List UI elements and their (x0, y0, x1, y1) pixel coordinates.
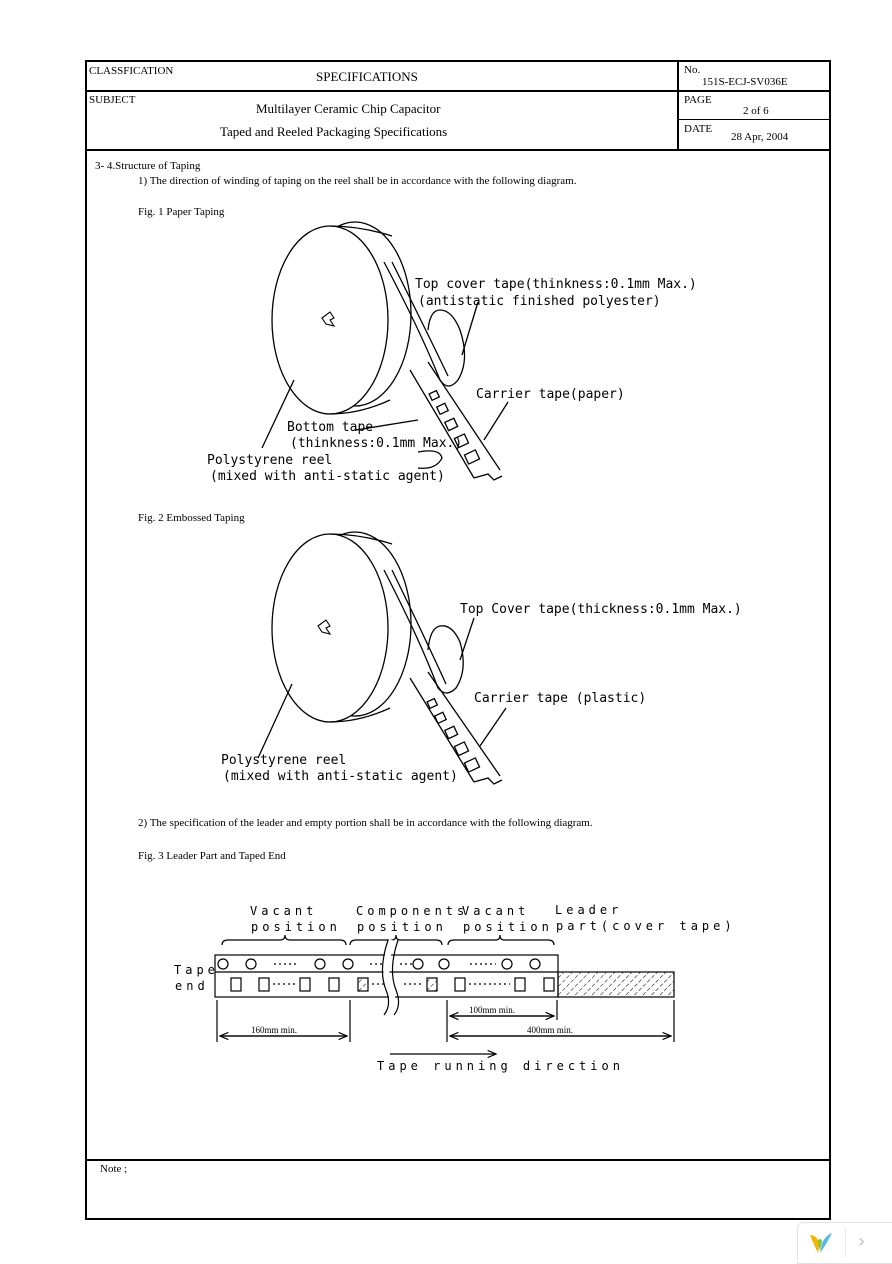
fig2-caption: Fig. 2 Embossed Taping (138, 512, 245, 524)
fig3-vacant-2-label-1: Vacant (462, 904, 530, 918)
fig1-top-cover-label-1: Top cover tape(thinkness:0.1mm Max.) (415, 277, 697, 292)
fig3-dim-160: 160mm min. (251, 1025, 298, 1035)
subject-line-1: Multilayer Ceramic Chip Capacitor (256, 101, 441, 116)
fig1-bottom-tape-label-1: Bottom tape (287, 420, 374, 435)
fig1-reel-label-1: Polystyrene reel (207, 453, 333, 468)
fig2-reel-label-1: Polystyrene reel (221, 753, 347, 768)
date-label: DATE (684, 123, 713, 135)
fig1-caption: Fig. 1 Paper Taping (138, 206, 225, 218)
subject-line-2: Taped and Reeled Packaging Specification… (220, 124, 448, 139)
fig1-top-cover-label-2: (antistatic finished polyester) (418, 294, 661, 309)
fig1-reel-label-2: (mixed with anti-static agent) (210, 469, 445, 484)
page-value: 2 of 6 (743, 105, 769, 117)
fig3-components-label-1: Components (356, 904, 469, 918)
classification-label: CLASSFICATION (89, 65, 174, 77)
widget-separator (845, 1229, 846, 1257)
section-item-2: 2) The specification of the leader and e… (138, 817, 593, 829)
fig3-direction-label: Tape running direction (377, 1059, 624, 1073)
doc-number-label: No. (684, 64, 701, 76)
fig3-vacant-1-label-1: Vacant (250, 904, 318, 918)
fig2-carrier-label: Carrier tape (plastic) (474, 691, 647, 706)
viewer-logo-icon[interactable] (806, 1229, 836, 1257)
fig3-tape-end-label-1: Tape (174, 963, 219, 977)
page-frame (85, 60, 831, 1220)
doc-number-value: 151S-ECJ-SV036E (702, 76, 788, 88)
date-value: 28 Apr, 2004 (731, 131, 789, 143)
classification-value: SPECIFICATIONS (316, 69, 418, 84)
note-label: Note ; (100, 1163, 128, 1175)
fig3-components-label-2: position (357, 920, 447, 934)
header-divider (85, 90, 831, 92)
page-label: PAGE (684, 94, 712, 106)
fig3-dim-100: 100mm min. (469, 1005, 516, 1015)
next-page-chevron-icon[interactable]: › (858, 1231, 866, 1252)
fig3-vacant-1-label-2: position (251, 920, 341, 934)
viewer-navigation-widget: › (797, 1222, 892, 1264)
fig3-dim-400: 400mm min. (527, 1025, 574, 1035)
fig3-vacant-2-label-2: position (463, 920, 553, 934)
fig3-leader-label-1: Leader (555, 903, 623, 917)
section-item-1: 1) The direction of winding of taping on… (138, 175, 577, 187)
header-column-divider (677, 60, 679, 150)
fig2-top-cover-label: Top Cover tape(thickness:0.1mm Max.) (460, 602, 742, 617)
fig3-tape-end-label-2: end (175, 979, 209, 993)
note-divider (85, 1159, 831, 1161)
header-bottom-border (85, 149, 831, 151)
subject-label: SUBJECT (89, 94, 136, 106)
section-title: 3- 4.Structure of Taping (95, 160, 201, 172)
fig3-leader-label-2: part(cover tape) (556, 919, 736, 933)
fig1-carrier-label: Carrier tape(paper) (476, 387, 625, 402)
page-date-divider (678, 119, 831, 120)
fig2-reel-label-2: (mixed with anti-static agent) (223, 769, 458, 784)
fig1-bottom-tape-label-2: (thinkness:0.1mm Max.) (290, 436, 463, 451)
fig3-caption: Fig. 3 Leader Part and Taped End (138, 850, 286, 862)
